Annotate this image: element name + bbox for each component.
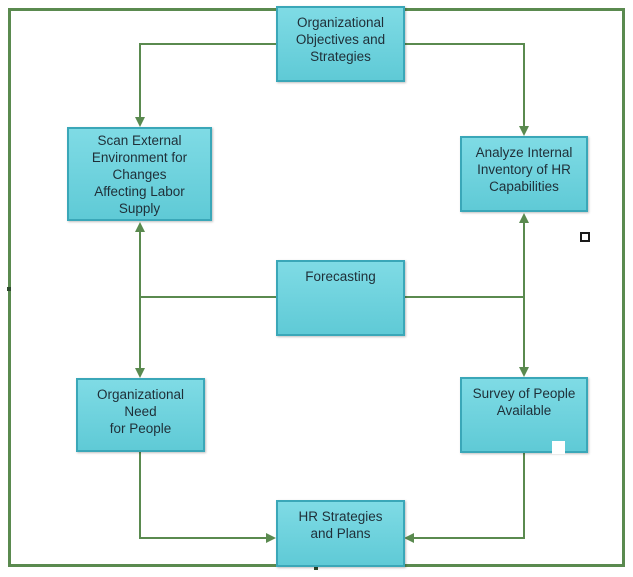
hr-strategies-label: HR Strategies and Plans	[298, 509, 383, 541]
objectives-node: Organizational Objectives and Strategies	[276, 6, 405, 82]
forecasting-node: Forecasting	[276, 260, 405, 336]
survey-node: Survey of People Available	[460, 377, 588, 453]
frame-handle-left	[7, 287, 11, 291]
frame-handle-bottom	[314, 566, 318, 570]
analyze-node: Analyze Internal Inventory of HR Capabil…	[460, 136, 588, 212]
forecasting-label: Forecasting	[305, 269, 376, 284]
survey-node-notch	[552, 441, 565, 454]
scan-label: Scan External Environment for Changes Af…	[91, 133, 188, 216]
connector-objectives-scan	[135, 43, 276, 127]
hr-strategies-node: HR Strategies and Plans	[276, 500, 405, 567]
need-node: Organizational Need for People	[76, 378, 205, 452]
need-label: Organizational Need for People	[96, 387, 185, 436]
connector-need-hr	[139, 452, 276, 543]
scan-node: Scan External Environment for Changes Af…	[67, 127, 212, 221]
selection-marker[interactable]	[580, 232, 590, 242]
connector-objectives-analyze	[405, 43, 529, 136]
analyze-label: Analyze Internal Inventory of HR Capabil…	[475, 145, 573, 194]
survey-label: Survey of People Available	[472, 386, 576, 418]
connector-survey-hr	[404, 453, 525, 543]
objectives-label: Organizational Objectives and Strategies	[295, 15, 386, 64]
